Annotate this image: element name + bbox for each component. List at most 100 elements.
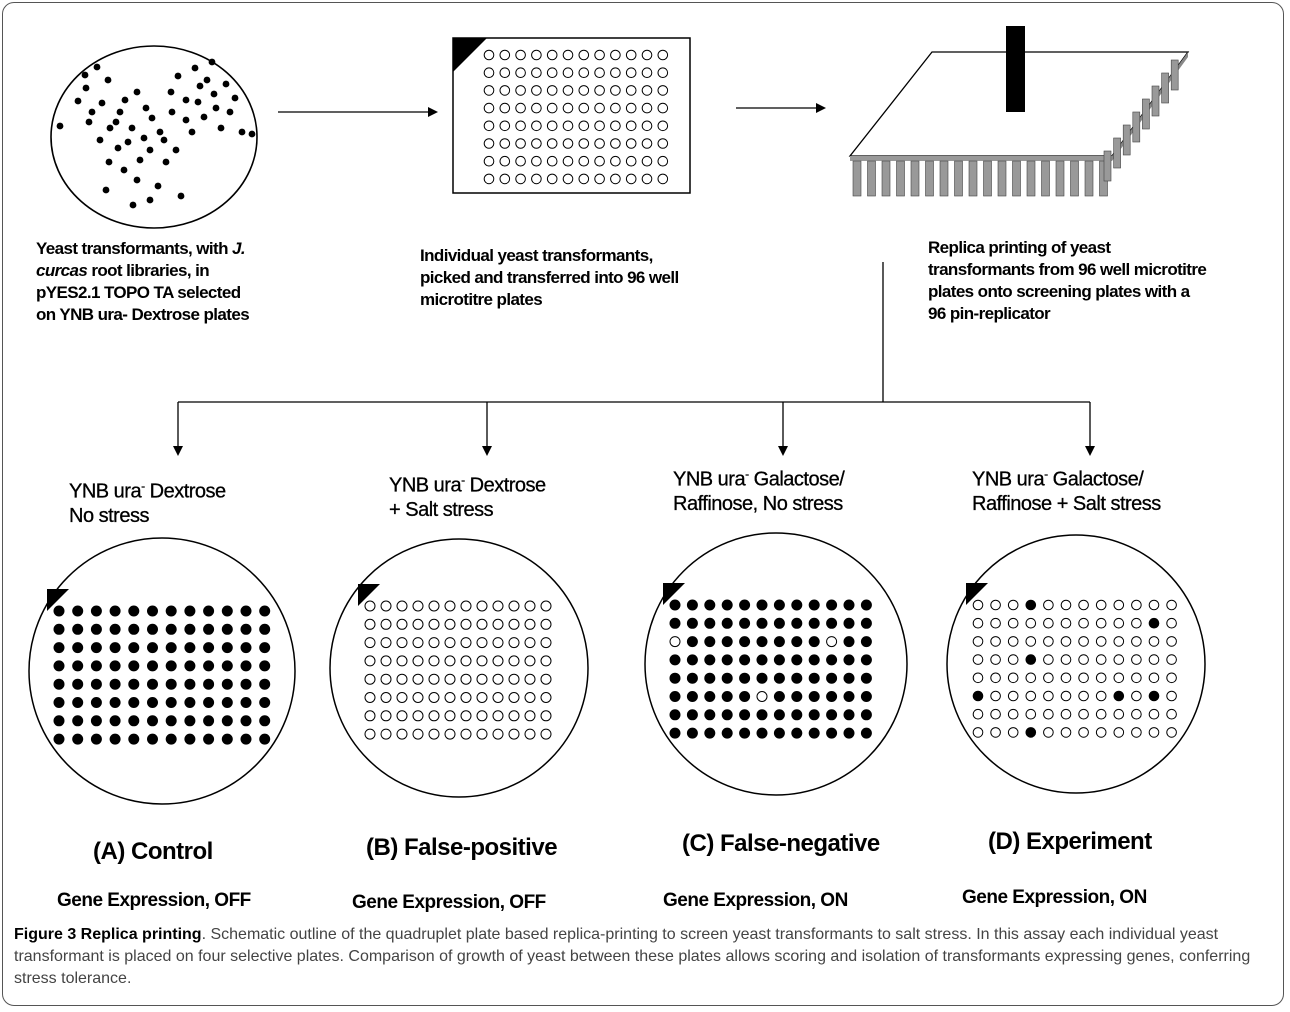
well-empty bbox=[444, 728, 456, 740]
colony-dot bbox=[196, 82, 204, 90]
well-empty bbox=[524, 618, 536, 630]
well bbox=[483, 49, 495, 61]
plate-circle bbox=[946, 534, 1206, 794]
well-empty bbox=[1007, 654, 1019, 665]
well-empty bbox=[476, 692, 488, 703]
colony-dot bbox=[168, 108, 176, 116]
well bbox=[657, 85, 669, 96]
well-empty bbox=[444, 692, 456, 703]
well-growth bbox=[826, 709, 838, 721]
well bbox=[594, 120, 605, 132]
well bbox=[610, 49, 621, 61]
well-growth bbox=[843, 709, 855, 721]
well-growth bbox=[90, 733, 102, 745]
well-growth bbox=[259, 660, 271, 672]
well-empty bbox=[492, 655, 504, 667]
well-empty bbox=[1078, 727, 1089, 738]
well-empty bbox=[364, 728, 376, 740]
well-empty bbox=[380, 728, 392, 740]
colony-dot bbox=[82, 84, 90, 92]
well-growth bbox=[860, 691, 872, 702]
colony-dot bbox=[105, 158, 113, 166]
well bbox=[515, 67, 526, 78]
well-empty bbox=[396, 637, 408, 649]
well-growth bbox=[240, 678, 252, 690]
well-growth bbox=[221, 697, 233, 708]
plate-circle bbox=[329, 538, 589, 798]
well-empty bbox=[1007, 672, 1019, 684]
well-empty bbox=[1113, 617, 1125, 629]
well bbox=[625, 155, 637, 167]
well bbox=[562, 138, 574, 149]
well-growth bbox=[669, 617, 681, 629]
well bbox=[610, 102, 621, 114]
well-empty bbox=[1148, 654, 1160, 665]
well-empty bbox=[1043, 672, 1054, 684]
well-growth bbox=[826, 691, 838, 702]
well-empty bbox=[1043, 708, 1054, 720]
plate-corner-mark bbox=[663, 583, 685, 605]
well-growth bbox=[221, 623, 233, 635]
pin bbox=[1122, 124, 1131, 156]
well-empty bbox=[1060, 672, 1072, 684]
well-empty bbox=[1025, 636, 1037, 647]
well bbox=[641, 173, 653, 185]
well-growth bbox=[826, 599, 838, 611]
well-empty bbox=[1025, 672, 1037, 684]
pin bbox=[1151, 85, 1160, 117]
well-empty bbox=[1113, 599, 1125, 611]
well bbox=[499, 49, 511, 61]
well-empty bbox=[492, 673, 504, 685]
well bbox=[610, 67, 621, 78]
colony-dot bbox=[148, 114, 156, 122]
well-empty bbox=[1007, 617, 1019, 629]
well-growth bbox=[203, 623, 215, 635]
well bbox=[625, 49, 637, 61]
well-empty bbox=[1078, 636, 1089, 647]
pin bbox=[1084, 160, 1094, 197]
colony-dot bbox=[142, 104, 150, 112]
colony-dot bbox=[162, 158, 170, 166]
screen-plate-b bbox=[329, 538, 589, 798]
well-empty bbox=[396, 728, 408, 740]
pin bbox=[1132, 111, 1141, 143]
well-growth bbox=[773, 709, 785, 721]
colony-dot bbox=[167, 88, 175, 96]
well-growth bbox=[165, 605, 177, 617]
well-empty bbox=[1078, 599, 1089, 611]
well-growth bbox=[972, 690, 984, 702]
colony-dot bbox=[174, 72, 182, 80]
colony-dot bbox=[226, 108, 234, 116]
well-growth bbox=[165, 678, 177, 690]
well-empty bbox=[508, 618, 520, 630]
colony-dot bbox=[120, 166, 128, 174]
well-empty bbox=[396, 692, 408, 703]
well-growth bbox=[240, 715, 252, 727]
well-empty bbox=[476, 655, 488, 667]
well-empty bbox=[380, 710, 392, 722]
well-growth bbox=[773, 654, 785, 666]
well-growth bbox=[669, 691, 681, 702]
well-empty bbox=[540, 637, 552, 649]
well-growth bbox=[756, 636, 768, 648]
arrow-1-head bbox=[428, 107, 438, 117]
well bbox=[546, 85, 558, 96]
well-growth bbox=[1025, 654, 1037, 665]
pin bbox=[852, 160, 862, 197]
well-growth bbox=[1148, 690, 1160, 702]
well-growth bbox=[704, 617, 716, 629]
well bbox=[531, 138, 542, 149]
well-empty bbox=[990, 708, 1001, 720]
well bbox=[562, 67, 574, 78]
well-empty bbox=[540, 692, 552, 703]
well bbox=[531, 173, 542, 185]
plate-corner-mark bbox=[47, 589, 69, 611]
well-growth bbox=[128, 642, 140, 654]
well-empty bbox=[1148, 672, 1160, 684]
well-growth bbox=[147, 715, 158, 727]
well-growth bbox=[72, 605, 84, 617]
well-empty bbox=[444, 673, 456, 685]
colony-dot bbox=[133, 88, 141, 96]
microtitre-wells bbox=[483, 49, 669, 185]
